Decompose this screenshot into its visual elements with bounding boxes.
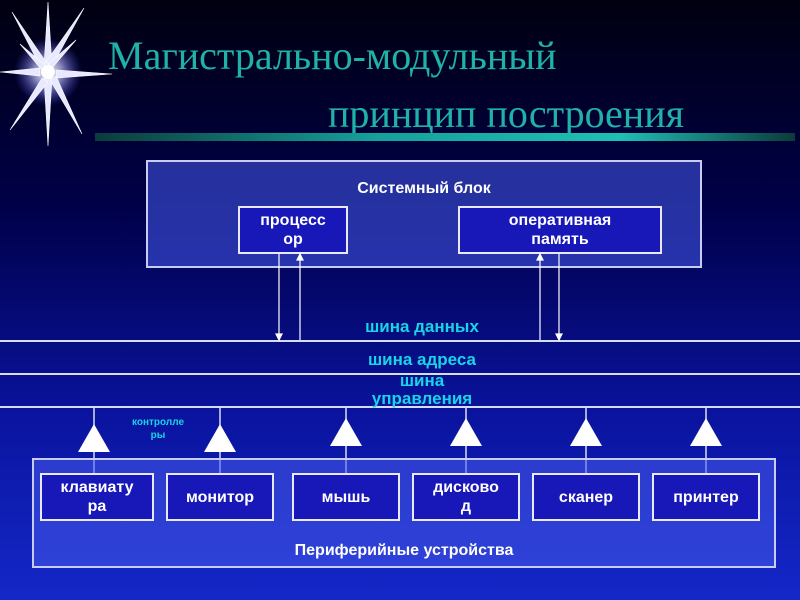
controller-triangle-1 (78, 424, 110, 452)
title-line-2: принцип построения (328, 91, 685, 136)
ram-down-arrow (555, 333, 563, 342)
title-underline (95, 133, 795, 141)
controller-triangle-4 (450, 418, 482, 446)
controller-triangle-2 (204, 424, 236, 452)
device-printer: принтер (652, 473, 760, 521)
control-bus-line (0, 406, 800, 408)
system-unit-label: Системный блок (357, 180, 491, 197)
device-mouse: мышь (292, 473, 400, 521)
controller-triangle-3 (330, 418, 362, 446)
device-keyboard: клавиату ра (40, 473, 154, 521)
processor-up-arrow (296, 252, 304, 261)
processor-box: процесс ор (238, 206, 348, 254)
star-icon (0, 1, 113, 147)
device-scanner: сканер (532, 473, 640, 521)
controller-triangle-5 (570, 418, 602, 446)
title-line-1: Магистрально-модульный (108, 33, 557, 78)
address-bus-label: шина адреса (367, 350, 477, 369)
controller-triangle-6 (690, 418, 722, 446)
controllers-label: контролле ры (131, 417, 185, 441)
data-bus-label: шина данных (365, 317, 479, 336)
ram-box: оперативная память (458, 206, 662, 254)
peripherals-label: Периферийные устройства (294, 542, 514, 559)
device-disk-drive: дисково д (412, 473, 520, 521)
data-bus-line (0, 340, 800, 342)
processor-down-arrow (275, 333, 283, 342)
address-bus-line (0, 373, 800, 375)
ram-up-arrow (536, 252, 544, 261)
device-monitor: монитор (166, 473, 274, 521)
control-bus-label: шина управления (371, 371, 473, 408)
